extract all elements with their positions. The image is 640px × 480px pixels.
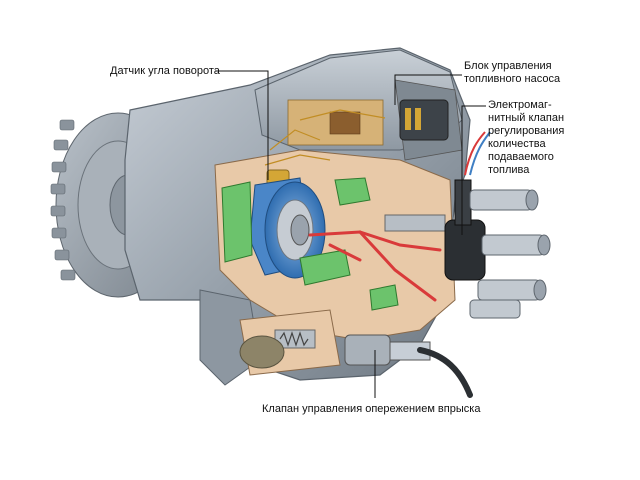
label-angle-sensor: Датчик угла поворота	[110, 65, 220, 77]
label-solenoid-valve: Электромаг- нитный клапан регулирования …	[488, 99, 565, 176]
leader-angle-sensor	[215, 70, 269, 180]
label-pump-ecu: Блок управления топливного насоса	[464, 60, 561, 85]
label-timing-valve: Клапан управления опережением впрыска	[262, 403, 481, 415]
outlet-fittings	[469, 189, 551, 319]
leader-lines	[215, 70, 486, 398]
solenoid-valve	[444, 131, 491, 281]
leader-solenoid-valve	[461, 105, 486, 235]
cutaway-section	[214, 99, 456, 341]
timing-advance-unit	[239, 309, 473, 398]
leader-ecu	[394, 74, 462, 105]
